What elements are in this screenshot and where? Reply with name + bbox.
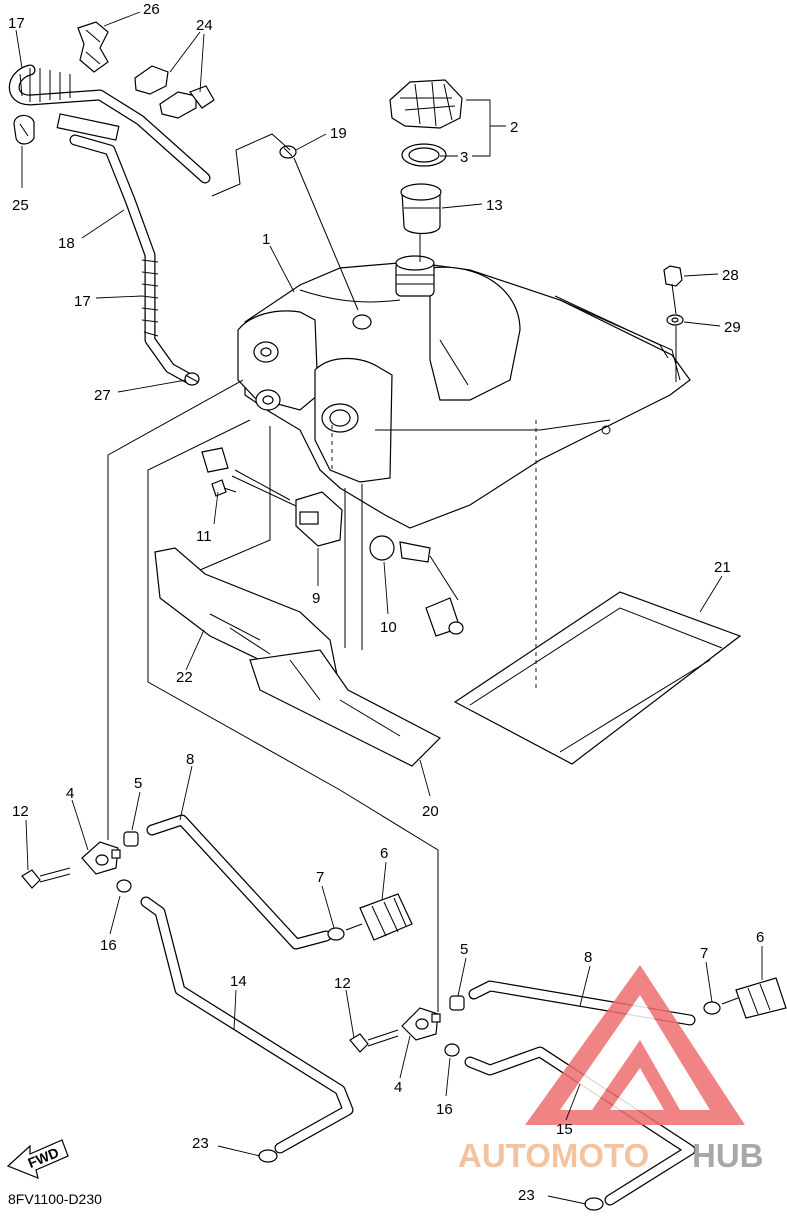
watermark-automoto: AUTOMOTO [458, 1137, 649, 1174]
screw-11 [211, 479, 237, 497]
hose-tag [56, 113, 120, 141]
callout-27: 27 [94, 387, 111, 404]
callout-6-left: 6 [380, 845, 388, 862]
callout-17-top: 17 [8, 15, 25, 32]
callout-28: 28 [722, 267, 739, 284]
bolt-28 [663, 265, 683, 287]
callout-5-right: 5 [460, 941, 468, 958]
callout-5-left: 5 [134, 775, 142, 792]
callout-13: 13 [486, 197, 503, 214]
fuel-sender-10 [369, 535, 464, 637]
fuel-pump-9 [201, 447, 343, 547]
fuel-hose-8a [146, 814, 332, 950]
hose-clip-16b [444, 1043, 460, 1057]
fuel-hose-15 [464, 1046, 696, 1206]
heat-shield-20 [249, 649, 442, 767]
callout-26: 26 [143, 1, 160, 18]
diagram-code: 8FV1100-D230 [8, 1191, 102, 1207]
callout-16-left: 16 [100, 937, 117, 954]
hose-clip-25 [13, 114, 35, 145]
fuel-cap [389, 79, 463, 129]
breather-hose-17 [8, 64, 211, 184]
fuel-strainer [400, 183, 442, 235]
fuel-hose-14 [140, 896, 354, 1154]
callout-29: 29 [724, 319, 741, 336]
hose-clip-7b [703, 1001, 721, 1015]
hose-clip-19 [279, 145, 297, 159]
callout-8-left: 8 [186, 751, 194, 768]
hose-joint-5b [449, 995, 465, 1011]
callout-24: 24 [196, 17, 213, 34]
callout-1: 1 [262, 231, 270, 248]
callout-23-right: 23 [518, 1187, 535, 1204]
fuel-tank [237, 255, 691, 529]
hose-clip-26 [77, 21, 109, 73]
callout-12-right: 12 [334, 975, 351, 992]
washer-29 [666, 314, 684, 326]
callout-9: 9 [312, 590, 320, 607]
bolt-12a [21, 867, 71, 889]
leader-lines [15, 11, 763, 1205]
watermark-hub: HUB [692, 1137, 764, 1174]
hose-clip-24 [134, 65, 215, 119]
cap-gasket [401, 143, 447, 167]
callout-numbers: 26 24 17 25 18 17 27 19 2 3 13 1 28 29 1… [8, 1, 764, 1204]
callout-8-right: 8 [584, 949, 592, 966]
callout-20: 20 [422, 803, 439, 820]
callout-12-left: 12 [12, 803, 29, 820]
bolt-12b [349, 1029, 399, 1053]
callout-14: 14 [230, 973, 247, 990]
callout-25: 25 [12, 197, 29, 214]
callout-22: 22 [176, 669, 193, 686]
hose-routing-line [211, 133, 291, 197]
breather-hose-18 [69, 134, 194, 384]
callout-11: 11 [196, 528, 212, 545]
fuel-filter-6a [345, 893, 413, 941]
fuel-cock-4a [81, 841, 121, 875]
callout-19: 19 [330, 125, 347, 142]
callout-3: 3 [460, 149, 468, 166]
callout-4-right: 4 [394, 1079, 402, 1096]
reference-lines [107, 157, 677, 1012]
hose-clip-16a [116, 879, 132, 893]
fuel-filter-6b [721, 977, 787, 1019]
callout-6-right: 6 [756, 929, 764, 946]
callout-10: 10 [380, 619, 397, 636]
callout-23-left: 23 [192, 1135, 209, 1152]
fwd-arrow: FWD [6, 1139, 69, 1179]
fuel-cock-4b [401, 1007, 441, 1041]
hose-clip-27 [184, 372, 200, 386]
callout-18: 18 [58, 235, 75, 252]
callout-7-left: 7 [316, 869, 324, 886]
callout-15: 15 [556, 1121, 573, 1138]
hose-clip-23a [258, 1149, 278, 1163]
callout-21: 21 [714, 559, 731, 576]
hose-joint-5a [123, 831, 139, 847]
callout-17-side: 17 [74, 293, 91, 310]
hose-clip-7a [327, 927, 345, 941]
heat-shield-21 [453, 591, 742, 765]
hose-clip-23b [584, 1197, 604, 1211]
callout-4-left: 4 [66, 785, 74, 802]
callout-16-right: 16 [436, 1101, 453, 1118]
callout-2: 2 [510, 119, 518, 136]
callout-7-right: 7 [700, 945, 708, 962]
